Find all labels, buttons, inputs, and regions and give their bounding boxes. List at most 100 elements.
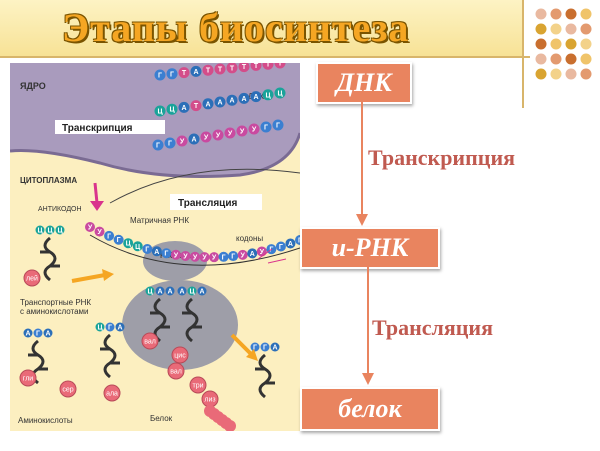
trna-bottom-left-base-letter: А [45, 331, 50, 338]
orange-arrow-1 [71, 273, 106, 283]
dna-mid-base [154, 105, 166, 117]
mrna-base-letter: Г [269, 247, 273, 254]
slide-title: Этапы биосинтеза [62, 5, 410, 50]
rna-transcript-base [272, 119, 284, 131]
rna-transcript-base-letter: А [191, 137, 196, 144]
dna-mid-base-letter: А [253, 94, 258, 101]
mrna-base [285, 238, 296, 249]
mrna-base-letter: Г [231, 254, 235, 261]
rna-transcript-base-letter: Г [264, 125, 268, 132]
trna-right-base [270, 342, 280, 352]
amino-acid-label: вал [144, 339, 156, 346]
pink-arrow-shaft [93, 182, 99, 204]
trna-left-base-letter: Ц [57, 228, 63, 235]
dna-mid-base [274, 87, 286, 99]
mrna-base-letter: У [183, 253, 188, 260]
mrna-base [209, 252, 220, 263]
amino-acid-label: цис [174, 353, 186, 360]
decor-dot [565, 8, 577, 20]
amino-acid-вал [167, 362, 185, 380]
decor-dot [565, 53, 577, 65]
rna-transcript-base [188, 133, 200, 145]
translation-tag-bg [170, 194, 262, 210]
dna-top-base [238, 61, 250, 73]
dna-mid-base-letter: А [241, 96, 246, 103]
decor-dot [550, 53, 562, 65]
dna-mid-base-letter: Ц [265, 92, 271, 99]
dna-top-base-letter: Г [158, 73, 162, 80]
dna-top-base-letter: Т [182, 70, 187, 77]
dna-mid-base [238, 92, 250, 104]
trna-ribosome-2-base [187, 286, 197, 296]
dna-top-base-letter: Г [170, 71, 174, 78]
amino-acid-label: лей [26, 275, 38, 283]
mrna-strand [89, 234, 301, 266]
dna-top-base [250, 59, 262, 71]
amino-acid-три [189, 376, 207, 394]
dna-mid-base-letter: А [205, 101, 210, 108]
mrna-base [132, 241, 143, 252]
trna-right [255, 353, 275, 399]
mrna-base-letter: У [241, 252, 246, 259]
trna-left-base [55, 225, 65, 235]
nucleus-label: ЯДРО [20, 81, 46, 91]
trna-ribosome-1-base-letter: А [167, 289, 172, 296]
rna-transcript-base [212, 129, 224, 141]
trna-left [40, 236, 60, 282]
rna-transcript-base-letter: Г [168, 141, 172, 148]
dna-mid-base-letter: А [181, 105, 186, 112]
dna-top-base [178, 67, 190, 79]
codons-label: кодоны [236, 234, 263, 243]
protein-box: белок [300, 387, 440, 431]
mrna-base [142, 243, 153, 254]
trna-bottom-left-base-letter: Г [36, 331, 40, 338]
trna-bottom-mid-base-letter: Г [108, 325, 112, 332]
mrna-base [218, 251, 229, 262]
dna-mid-base-letter: Ц [169, 107, 175, 114]
trna-bottom-mid-base-letter: А [117, 325, 122, 332]
dna-box: ДНК [316, 62, 412, 104]
dna-top-base [166, 68, 178, 80]
decor-dot [580, 53, 592, 65]
mrna-base [228, 251, 239, 262]
orange-arrow-2-head [246, 349, 258, 361]
dna-top-base-letter: Т [230, 65, 235, 72]
trna-bottom-mid [100, 333, 120, 379]
dna-top-base-letter: Т [278, 63, 283, 68]
rna-transcript-base [176, 135, 188, 147]
trna-left-base [45, 225, 55, 235]
mrna-base-letter: У [212, 255, 217, 262]
amino-acids-label: Аминокислоты [18, 416, 73, 425]
mrna-base-letter: А [250, 251, 255, 258]
mrna-base [275, 241, 286, 252]
mrna-base [180, 250, 191, 261]
dna-top-base [202, 64, 214, 76]
trna-bottom-left-base-letter: А [25, 331, 30, 338]
dna-mid-base [214, 96, 226, 108]
dna-mid-base-letter: Т [194, 103, 199, 110]
decor-dot [550, 8, 562, 20]
dna-mid-base-letter: А [229, 98, 234, 105]
amino-acid-гли [19, 369, 37, 387]
anticodon-label: АНТИКОДОН [38, 206, 82, 213]
nucleus-region [10, 63, 300, 177]
transcription-step-label: Транскрипция [368, 145, 516, 170]
dna-top-base-letter: Т [266, 63, 271, 69]
trna-ribosome-1-base-letter: А [157, 289, 162, 296]
trna-ribosome-1-base [145, 286, 155, 296]
mrna-base-letter: Ц [126, 241, 132, 248]
rna-transcript-base [164, 137, 176, 149]
mrna-base [199, 252, 210, 263]
rna-transcript-base [152, 139, 164, 151]
trna-ribosome-2-base-letter: Ц [189, 289, 195, 296]
mrna-base [247, 248, 258, 259]
dna-top-base-letter: А [193, 69, 198, 76]
dna-mid-base [166, 103, 178, 115]
decor-dot [535, 23, 547, 35]
dna-mid-base [202, 98, 214, 110]
mrna-base [151, 246, 162, 257]
